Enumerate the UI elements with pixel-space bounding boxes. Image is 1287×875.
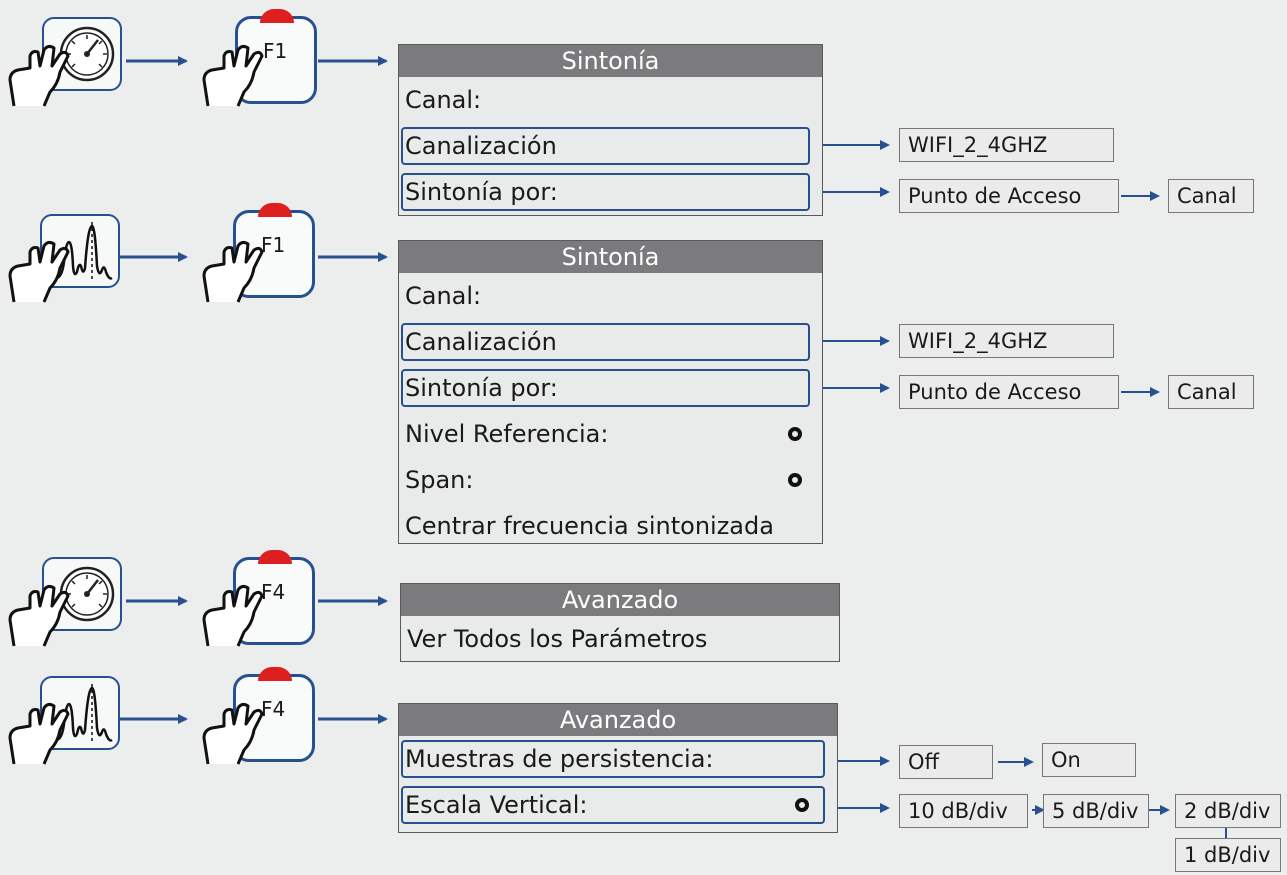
menu-item-persistence-samples[interactable]: Muestras de persistencia: — [399, 736, 837, 782]
gauge-icon — [59, 566, 115, 622]
pointing-hand-icon — [202, 584, 264, 647]
pointing-hand-icon — [202, 44, 264, 107]
pointing-hand-icon — [202, 240, 264, 303]
pointing-hand-icon — [8, 702, 70, 765]
option-access-point[interactable]: Punto de Acceso — [899, 375, 1119, 409]
meter-mode-button[interactable] — [42, 17, 122, 91]
knob-icon — [788, 473, 802, 487]
option-access-point[interactable]: Punto de Acceso — [899, 179, 1119, 213]
menu-item-view-all-parameters[interactable]: Ver Todos los Parámetros — [407, 625, 708, 653]
option-channel[interactable]: Canal — [1168, 179, 1254, 213]
option-channelization[interactable]: WIFI_2_4GHZ — [899, 324, 1114, 358]
advanced-menu-spectrum: Avanzado Muestras de persistencia: Escal… — [398, 703, 838, 833]
menu-item-vertical-scale[interactable]: Escala Vertical: — [399, 782, 837, 828]
option-channel[interactable]: Canal — [1168, 375, 1254, 409]
f1-key-label: F1 — [261, 233, 286, 257]
menu-title: Avanzado — [401, 584, 839, 616]
f4-key-label: F4 — [261, 697, 286, 721]
menu-item-center-frequency[interactable]: Centrar frecuencia sintonizada — [405, 512, 774, 540]
menu-item-tune-by[interactable]: Sintonía por: — [399, 365, 822, 411]
tuning-menu-meter: Sintonía Canal: Canalización Sintonía po… — [398, 44, 823, 216]
f4-key-label: F4 — [261, 580, 286, 604]
pointing-hand-icon — [8, 44, 70, 107]
key-led-indicator — [258, 203, 292, 217]
key-led-indicator — [260, 9, 294, 23]
f1-key-label: F1 — [263, 39, 288, 63]
pointing-hand-icon — [8, 240, 70, 303]
option-2db-div[interactable]: 2 dB/div — [1175, 794, 1281, 828]
pointing-hand-icon — [8, 584, 70, 647]
advanced-menu-meter: Avanzado Ver Todos los Parámetros — [400, 583, 840, 662]
menu-item-channel[interactable]: Canal: — [405, 86, 482, 114]
key-led-indicator — [258, 550, 292, 564]
menu-title: Avanzado — [399, 704, 837, 736]
option-off[interactable]: Off — [899, 745, 993, 779]
pointing-hand-icon — [202, 702, 264, 765]
menu-item-reference-level[interactable]: Nivel Referencia: — [399, 411, 822, 457]
menu-item-tune-by[interactable]: Sintonía por: — [399, 169, 822, 215]
option-channelization[interactable]: WIFI_2_4GHZ — [899, 128, 1114, 162]
option-on[interactable]: On — [1042, 743, 1136, 777]
menu-title: Sintonía — [399, 45, 822, 77]
menu-item-span[interactable]: Span: — [399, 457, 822, 503]
option-5db-div[interactable]: 5 dB/div — [1043, 794, 1149, 828]
menu-item-channel[interactable]: Canal: — [405, 282, 482, 310]
spectrum-icon — [55, 222, 113, 282]
spectrum-icon — [55, 684, 113, 744]
menu-item-channelization[interactable]: Canalización — [399, 319, 822, 365]
key-led-indicator — [258, 667, 292, 681]
knob-icon — [795, 798, 809, 812]
menu-title: Sintonía — [399, 241, 822, 273]
option-1db-div[interactable]: 1 dB/div — [1175, 838, 1281, 872]
menu-item-channelization[interactable]: Canalización — [399, 123, 822, 169]
tuning-menu-spectrum: Sintonía Canal: Canalización Sintonía po… — [398, 240, 823, 544]
knob-icon — [788, 427, 802, 441]
option-10db-div[interactable]: 10 dB/div — [899, 794, 1028, 828]
